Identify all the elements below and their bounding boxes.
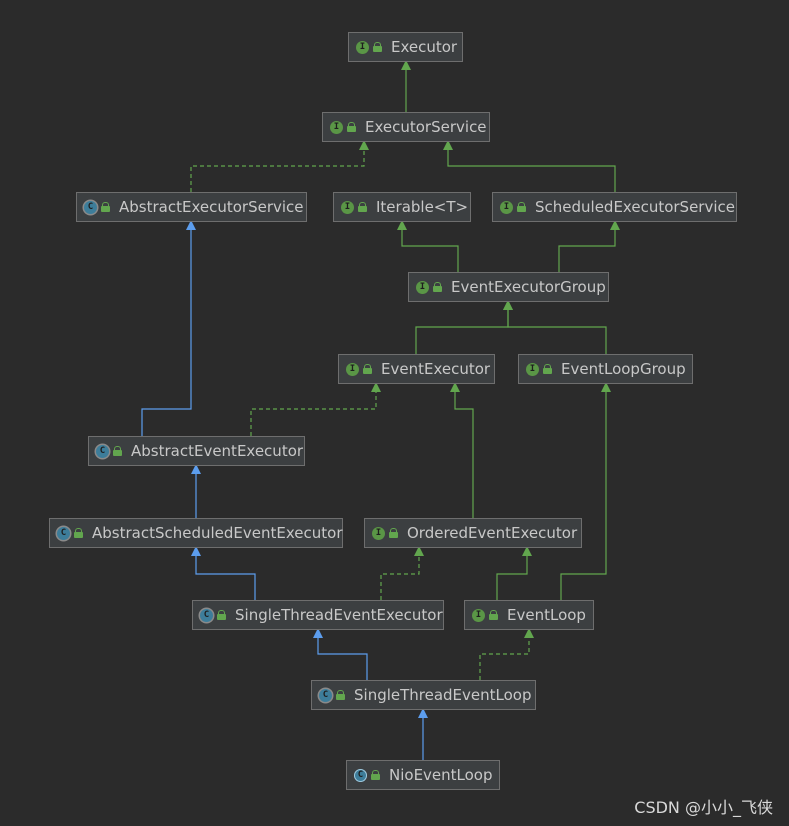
node-label: NioEventLoop bbox=[389, 766, 493, 784]
edge-abstract-executor-service-to-executor-service bbox=[190, 140, 369, 192]
class-icon: C bbox=[84, 200, 97, 214]
node-label: AbstractEventExecutor bbox=[131, 442, 304, 460]
node-iterable[interactable]: I Iterable<T> bbox=[333, 192, 471, 222]
edge-event-executor-to-event-executor-group bbox=[415, 300, 513, 354]
public-lock-icon bbox=[517, 202, 526, 212]
node-label: Iterable<T> bbox=[376, 198, 469, 216]
public-lock-icon bbox=[543, 364, 552, 374]
interface-icon: I bbox=[372, 526, 385, 540]
arrowhead bbox=[503, 300, 513, 310]
node-abstract-executor-service[interactable]: C AbstractExecutorService bbox=[76, 192, 307, 222]
node-nio-event-loop[interactable]: C NioEventLoop bbox=[346, 760, 500, 790]
edge-event-loop-to-ordered-event-executor bbox=[496, 546, 532, 600]
edge-event-loop-group-to-event-executor-group bbox=[503, 300, 607, 354]
edge-ordered-event-executor-to-event-executor bbox=[450, 382, 474, 518]
node-abstract-scheduled-event-executor[interactable]: C AbstractScheduledEventExecutor bbox=[49, 518, 343, 548]
public-lock-icon bbox=[363, 364, 372, 374]
interface-icon: I bbox=[341, 200, 354, 214]
arrowhead bbox=[191, 464, 201, 474]
edge-single-thread-event-loop-to-single-thread-event-executor bbox=[313, 628, 368, 680]
node-event-loop[interactable]: I EventLoop bbox=[464, 600, 594, 630]
public-lock-icon bbox=[217, 610, 226, 620]
interface-icon: I bbox=[472, 608, 485, 622]
edge-single-thread-event-executor-to-abstract-scheduled-event-executor bbox=[191, 546, 256, 600]
edge-nio-event-loop-to-single-thread-event-loop bbox=[418, 708, 428, 760]
public-lock-icon bbox=[101, 202, 110, 212]
public-lock-icon bbox=[74, 528, 83, 538]
arrowhead bbox=[191, 546, 201, 556]
node-executor-service[interactable]: I ExecutorService bbox=[322, 112, 490, 142]
node-executor[interactable]: I Executor bbox=[348, 32, 463, 62]
arrowhead bbox=[414, 546, 424, 556]
class-icon: C bbox=[57, 526, 70, 540]
node-ordered-event-executor[interactable]: I OrderedEventExecutor bbox=[364, 518, 582, 548]
arrowhead bbox=[359, 140, 369, 150]
public-lock-icon bbox=[389, 528, 398, 538]
edge-abstract-scheduled-event-executor-to-abstract-event-executor bbox=[191, 464, 201, 518]
edge-event-executor-group-to-iterable bbox=[397, 220, 459, 272]
arrowhead bbox=[401, 60, 411, 70]
edge-abstract-event-executor-to-abstract-executor-service bbox=[141, 220, 196, 436]
node-label: EventExecutor bbox=[381, 360, 491, 378]
arrowhead bbox=[397, 220, 407, 230]
node-single-thread-event-loop[interactable]: C SingleThreadEventLoop bbox=[311, 680, 536, 710]
arrowhead bbox=[450, 382, 460, 392]
class-icon: C bbox=[354, 768, 367, 782]
node-label: AbstractExecutorService bbox=[119, 198, 304, 216]
arrowhead bbox=[610, 220, 620, 230]
public-lock-icon bbox=[336, 690, 345, 700]
public-lock-icon bbox=[489, 610, 498, 620]
edge-executor-service-to-executor bbox=[401, 60, 411, 112]
arrowhead bbox=[371, 382, 381, 392]
interface-icon: I bbox=[330, 120, 343, 134]
node-event-loop-group[interactable]: I EventLoopGroup bbox=[518, 354, 693, 384]
interface-icon: I bbox=[500, 200, 513, 214]
node-label: ScheduledExecutorService bbox=[535, 198, 735, 216]
node-event-executor[interactable]: I EventExecutor bbox=[338, 354, 495, 384]
node-scheduled-executor-service[interactable]: I ScheduledExecutorService bbox=[492, 192, 737, 222]
node-label: ExecutorService bbox=[365, 118, 487, 136]
edge-event-loop-to-event-loop-group bbox=[560, 382, 611, 600]
arrowhead bbox=[443, 140, 453, 150]
node-label: EventLoopGroup bbox=[561, 360, 686, 378]
arrowhead bbox=[418, 708, 428, 718]
node-single-thread-event-executor[interactable]: C SingleThreadEventExecutor bbox=[192, 600, 444, 630]
node-event-executor-group[interactable]: I EventExecutorGroup bbox=[408, 272, 609, 302]
class-icon: C bbox=[200, 608, 213, 622]
edge-single-thread-event-executor-to-ordered-event-executor bbox=[380, 546, 424, 600]
class-icon: C bbox=[319, 688, 332, 702]
interface-icon: I bbox=[356, 40, 369, 54]
public-lock-icon bbox=[358, 202, 367, 212]
arrowhead bbox=[524, 628, 534, 638]
arrowhead bbox=[601, 382, 611, 392]
edge-abstract-event-executor-to-event-executor bbox=[250, 382, 381, 436]
public-lock-icon bbox=[347, 122, 356, 132]
arrowhead bbox=[313, 628, 323, 638]
node-label: EventLoop bbox=[507, 606, 586, 624]
class-icon: C bbox=[96, 444, 109, 458]
public-lock-icon bbox=[371, 770, 380, 780]
public-lock-icon bbox=[113, 446, 122, 456]
node-label: OrderedEventExecutor bbox=[407, 524, 578, 542]
edge-single-thread-event-loop-to-event-loop bbox=[479, 628, 534, 680]
node-label: SingleThreadEventLoop bbox=[354, 686, 532, 704]
node-label: SingleThreadEventExecutor bbox=[235, 606, 443, 624]
node-abstract-event-executor[interactable]: C AbstractEventExecutor bbox=[88, 436, 305, 466]
edge-event-executor-group-to-scheduled-executor-service bbox=[558, 220, 620, 272]
arrowhead bbox=[186, 220, 196, 230]
watermark: CSDN @小小_飞侠 bbox=[634, 798, 773, 817]
arrowhead bbox=[522, 546, 532, 556]
edge-scheduled-executor-service-to-executor-service bbox=[443, 140, 616, 192]
node-label: AbstractScheduledEventExecutor bbox=[92, 524, 343, 542]
interface-icon: I bbox=[526, 362, 539, 376]
interface-icon: I bbox=[346, 362, 359, 376]
node-label: EventExecutorGroup bbox=[451, 278, 606, 296]
node-label: Executor bbox=[391, 38, 458, 56]
interface-icon: I bbox=[416, 280, 429, 294]
public-lock-icon bbox=[373, 42, 382, 52]
public-lock-icon bbox=[433, 282, 442, 292]
